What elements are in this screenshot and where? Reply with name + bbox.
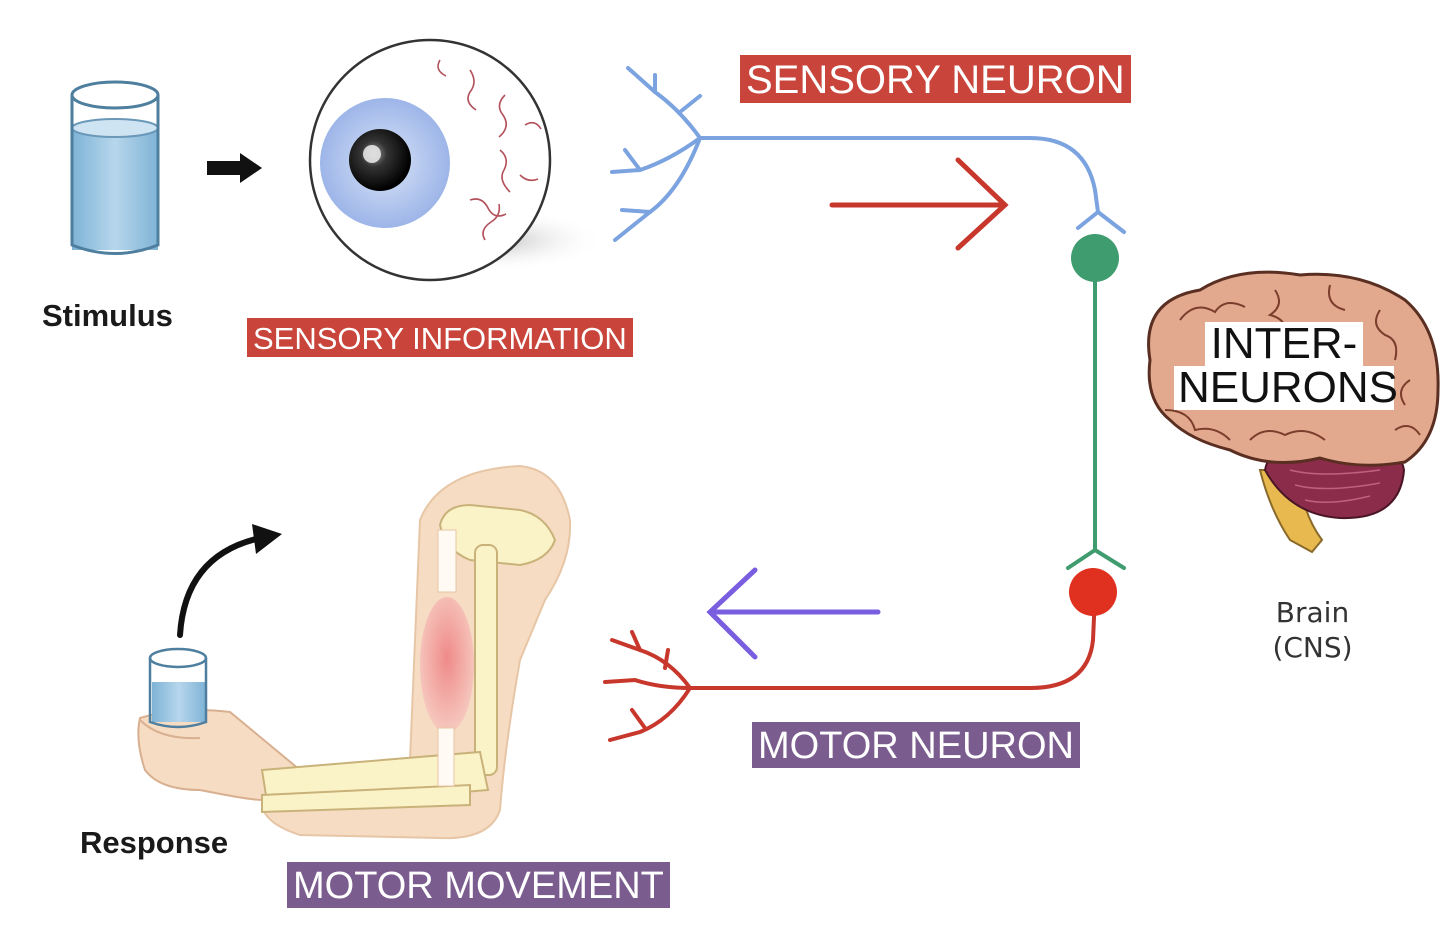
response-label: Response (80, 825, 229, 860)
right-arrow-icon (207, 153, 262, 183)
brain-caption-line1: Brain (1275, 596, 1350, 629)
brain-caption-line2: (CNS) (1272, 631, 1353, 664)
sensory-neuron (610, 66, 1126, 242)
motor-movement-label: MOTOR MOVEMENT (287, 862, 670, 908)
flexed-arm-icon (137, 464, 572, 840)
interneurons-label: INTER- NEURONS (1173, 322, 1398, 410)
interneuron (1066, 234, 1126, 570)
sensory-information-label: SENSORY INFORMATION (247, 318, 633, 357)
held-glass-icon (148, 647, 208, 729)
motor-direction-arrow (706, 567, 881, 660)
curved-movement-arrow-icon (177, 524, 282, 638)
interneurons-label-line2: NEURONS (1174, 366, 1398, 410)
sensory-neuron-label: SENSORY NEURON (740, 55, 1131, 103)
sensory-direction-arrow (829, 157, 1009, 251)
water-glass-icon (70, 80, 160, 255)
brain-cns-caption: Brain (CNS) (1250, 595, 1375, 665)
motor-neuron-cell-body (1069, 568, 1117, 616)
stimulus-label: Stimulus (42, 298, 173, 333)
interneurons-label-line1: INTER- (1205, 322, 1363, 366)
brain-icon (1147, 270, 1440, 554)
eyeball-icon (308, 38, 605, 282)
motor-neuron-label: MOTOR NEURON (752, 722, 1080, 768)
motor-neuron (603, 593, 1097, 742)
